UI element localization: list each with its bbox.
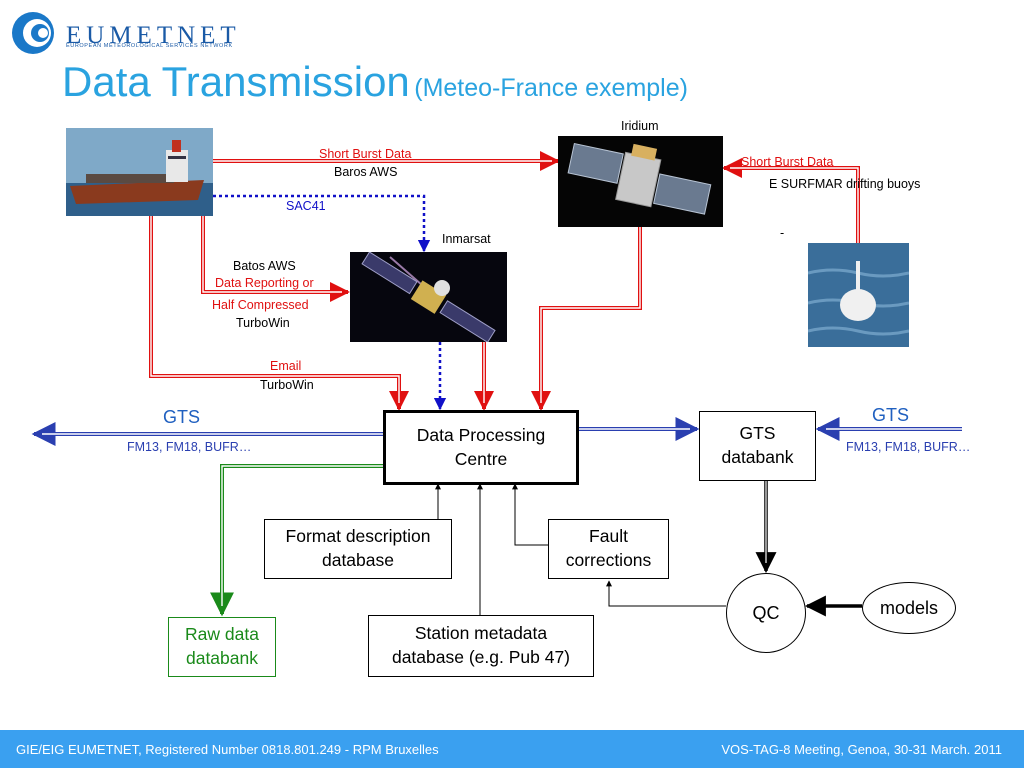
fm-left-label: FM13, FM18, BUFR… [127, 440, 252, 454]
email-label: Email [270, 359, 302, 373]
format-description-db-box: Format description database [264, 519, 452, 579]
title-sub: (Meteo-France exemple) [414, 74, 688, 102]
station-line-2: database (e.g. Pub 47) [391, 647, 571, 667]
title-main: Data Transmission [62, 58, 410, 105]
footer-left-text: GIE/EIG EUMETNET, Registered Number 0818… [16, 742, 439, 757]
page-title: Data Transmission (Meteo-France exemple) [62, 58, 688, 106]
gts-db-line-1: GTS [739, 423, 776, 444]
fault-line-2: corrections [565, 550, 652, 570]
station-line-1: Station metadata [414, 623, 548, 644]
ship-image [66, 128, 213, 216]
turbowin-low-label: TurboWin [260, 378, 314, 392]
raw-data-databank-box: Raw data databank [168, 617, 276, 677]
fm-right-label: FM13, FM18, BUFR… [846, 440, 971, 454]
gts-left-label: GTS [163, 407, 201, 427]
raw-line-1: Raw data [185, 624, 259, 645]
half-compressed-label: Half Compressed [212, 298, 309, 312]
sac41-label: SAC41 [286, 199, 326, 213]
surfmar-label: E SURFMAR drifting buoys [769, 177, 921, 191]
raw-line-2: databank [185, 648, 258, 668]
fault-line-1: Fault [589, 526, 628, 547]
iridium-label: Iridium [621, 119, 659, 133]
sbd-right-label: Short Burst Data [741, 155, 834, 169]
format-db-line-2: database [321, 550, 394, 570]
buoy-image [808, 243, 909, 347]
models-ellipse: models [862, 582, 956, 634]
qc-circle: QC [726, 573, 806, 653]
baros-aws-label: Baros AWS [334, 165, 398, 179]
eumetnet-logo-icon [12, 12, 54, 54]
sbd-left-label: Short Burst Data [319, 147, 412, 161]
dpc-line-2: Centre [454, 448, 508, 469]
logo-subtitle: EUROPEAN METEOROLOGICAL SERVICES NETWORK [66, 43, 233, 49]
batos-aws-label: Batos AWS [233, 259, 296, 273]
dpc-line-1: Data Processing [416, 424, 546, 445]
footer-right-text: VOS-TAG-8 Meeting, Genoa, 30-31 March. 2… [721, 742, 1002, 757]
gts-db-line-2: databank [721, 447, 794, 467]
iridium-satellite-image [558, 136, 723, 227]
gts-right-label: GTS [872, 405, 910, 425]
footer-bar: GIE/EIG EUMETNET, Registered Number 0818… [0, 730, 1024, 768]
inmarsat-satellite-image [350, 252, 507, 342]
format-db-line-1: Format description [285, 526, 431, 547]
fault-corrections-box: Fault corrections [548, 519, 669, 579]
station-metadata-db-box: Station metadata database (e.g. Pub 47) [368, 615, 594, 677]
logo-text: EUMETNET [66, 22, 241, 49]
turbowin-mid-label: TurboWin [236, 316, 290, 330]
dash-label: - [780, 226, 785, 240]
data-reporting-label: Data Reporting or [215, 276, 314, 290]
gts-databank-box: GTS databank [699, 411, 816, 481]
inmarsat-label: Inmarsat [442, 232, 491, 246]
